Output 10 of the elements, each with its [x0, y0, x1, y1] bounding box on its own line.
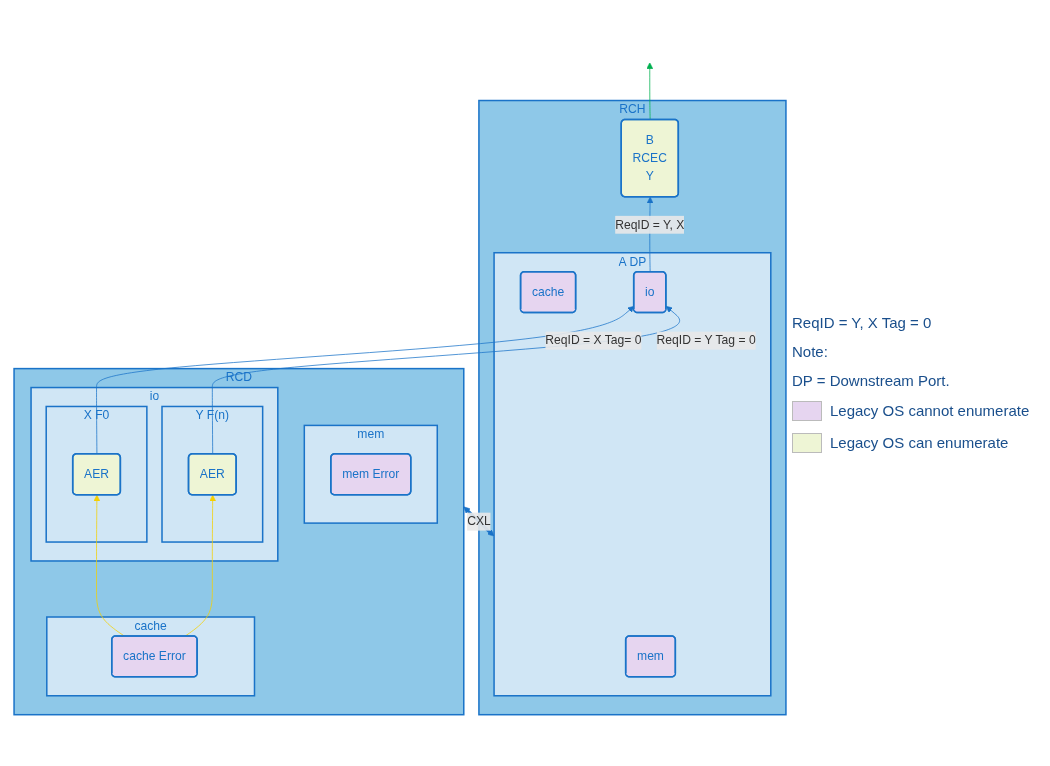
edge-label: ReqID = X Tag= 0: [545, 333, 642, 347]
edge-label: ReqID = Y Tag = 0: [656, 333, 756, 347]
legend-text: Legacy OS cannot enumerate: [830, 402, 1030, 419]
note-text: ReqID = Y, X Tag = 0: [792, 313, 933, 331]
edge-label: ReqID = Y, X: [615, 217, 685, 231]
note-text: Note:: [792, 342, 829, 360]
arrow: [463, 506, 495, 537]
legend-text: Legacy OS can enumerate: [830, 434, 1009, 451]
note-text: DP = Downstream Port.: [792, 371, 951, 389]
edge-label: CXL: [467, 514, 491, 528]
